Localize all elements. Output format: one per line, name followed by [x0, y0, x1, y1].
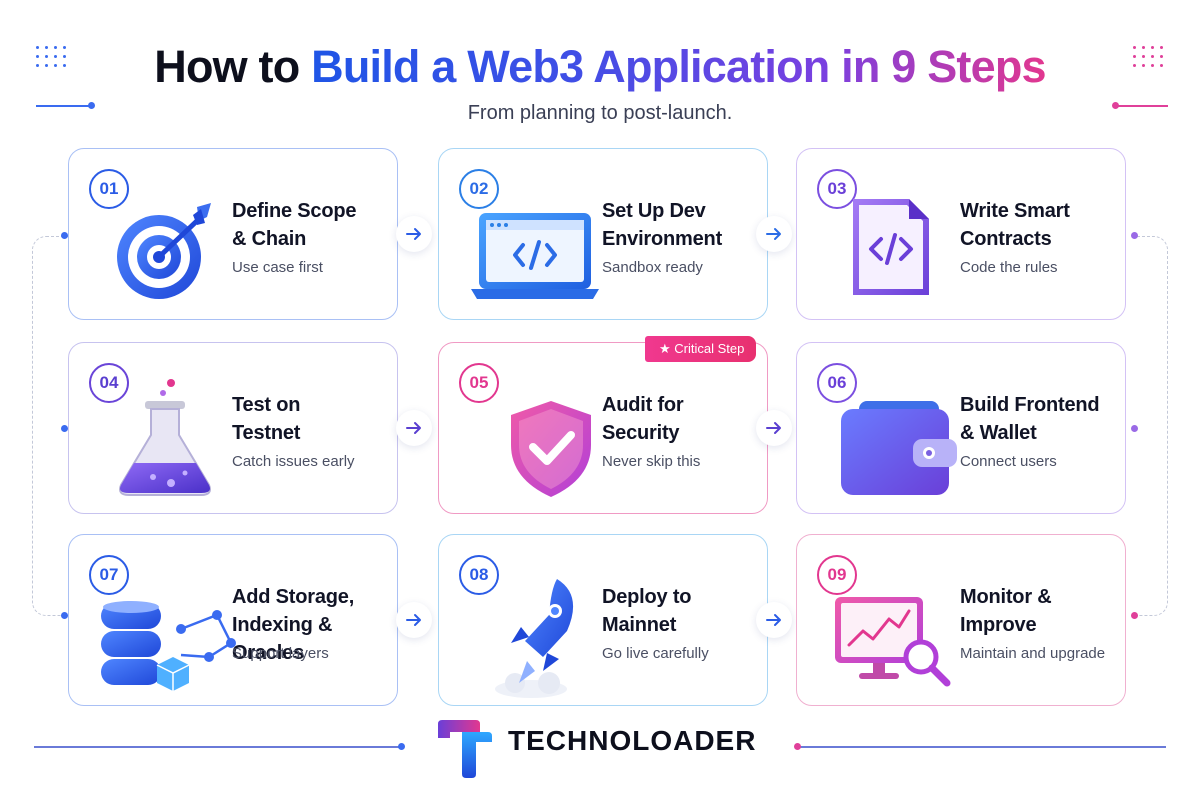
target-icon: [117, 203, 211, 299]
star-icon: ★: [659, 341, 671, 356]
decorative-line-left: [36, 105, 90, 107]
step-description: Connect users: [960, 453, 1057, 470]
title-lead: How to: [154, 41, 312, 92]
connector-dot: [61, 425, 68, 432]
step-title: Audit for Security: [602, 394, 684, 444]
laptop-code-icon: [471, 213, 599, 299]
step-description: Use case first: [232, 259, 323, 276]
step-description: Sandbox ready: [602, 259, 703, 276]
step-description: Support layers: [232, 645, 329, 662]
step-number: 03: [817, 169, 857, 209]
step-title: Monitor & Improve: [960, 586, 1052, 636]
page-subtitle: From planning to post-launch.: [467, 102, 733, 124]
footer-dot-left: [398, 743, 405, 750]
connector-left: [32, 236, 68, 616]
connector-dot: [61, 612, 68, 619]
step-card-06: 06 Build Frontend & Wallet Connect users: [796, 342, 1126, 514]
step-card-09: 09 Monitor & Improve Maintain and upgrad…: [796, 534, 1126, 706]
step-description: Code the rules: [960, 259, 1058, 276]
step-card-05: 05 Audit for Security Never skip this: [438, 342, 768, 514]
step-title: Add Storage, Indexing & Oracles: [232, 586, 355, 664]
step-card-08: 08 Deploy to Mainnet Go live carefully: [438, 534, 768, 706]
connector-dot: [61, 232, 68, 239]
footer-line-left: [34, 746, 402, 748]
connector-dot: [1131, 425, 1138, 432]
code-file-icon: [853, 199, 929, 295]
step-title: Define Scope & Chain: [232, 200, 357, 250]
page-title: How to Build a Web3 Application in 9 Ste…: [0, 38, 1200, 96]
step-title: Set Up Dev Environment: [602, 200, 723, 250]
step-title: Write Smart Contracts: [960, 200, 1070, 250]
step-card-03: 03 Write Smart Contracts Code the rules: [796, 148, 1126, 320]
arrow-right-icon: [396, 216, 432, 252]
step-description: Catch issues early: [232, 453, 355, 470]
step-description: Maintain and upgrade: [960, 645, 1106, 662]
badge-label: Critical Step: [674, 341, 745, 356]
rocket-icon: [495, 579, 574, 698]
step-title: Build Frontend & Wallet: [960, 394, 1100, 444]
brand-name: TECHNOLOADER: [508, 725, 757, 756]
arrow-right-icon: [756, 602, 792, 638]
step-number: 06: [817, 363, 857, 403]
step-card-02: 02 Set Up Dev Environment Sandbox ready: [438, 148, 768, 320]
step-number: 05: [459, 363, 499, 403]
step-description: Never skip this: [602, 453, 701, 470]
footer-line-right: [800, 746, 1166, 748]
arrow-right-icon: [396, 602, 432, 638]
step-number: 02: [459, 169, 499, 209]
step-card-07: 07 Add Storage, Indexing & Oracles Suppo…: [68, 534, 398, 706]
step-number: 04: [89, 363, 129, 403]
step-title: Test on Testnet: [232, 394, 301, 444]
decorative-dots-right: [1133, 46, 1163, 67]
step-title: Deploy to Mainnet: [602, 586, 692, 636]
decorative-line-right: [1118, 105, 1168, 107]
step-number: 09: [817, 555, 857, 595]
arrow-right-icon: [756, 216, 792, 252]
decorative-dots-left: [36, 46, 66, 67]
connector-dot: [1131, 612, 1138, 619]
step-number: 08: [459, 555, 499, 595]
critical-step-badge: ★ Critical Step: [645, 336, 757, 362]
decorative-dot-right: [1112, 102, 1119, 109]
connector-dot: [1131, 232, 1138, 239]
connector-right: [1132, 236, 1168, 616]
step-card-01: 01 Define Scope & Chain Use case first: [68, 148, 398, 320]
flask-icon: [119, 379, 211, 496]
step-number: 07: [89, 555, 129, 595]
footer-dot-right: [794, 743, 801, 750]
step-number: 01: [89, 169, 129, 209]
shield-check-icon: [511, 401, 591, 497]
step-card-04: 04 Test on Testnet Catch issues early: [68, 342, 398, 514]
technoloader-logo: [438, 720, 492, 778]
monitor-chart-icon: [835, 597, 951, 687]
arrow-right-icon: [396, 410, 432, 446]
decorative-dot-left: [88, 102, 95, 109]
database-network-icon: [101, 601, 236, 691]
title-highlight: Build a Web3 Application in 9 Steps: [311, 41, 1046, 92]
arrow-right-icon: [756, 410, 792, 446]
step-description: Go live carefully: [602, 645, 709, 662]
wallet-icon: [841, 401, 957, 495]
